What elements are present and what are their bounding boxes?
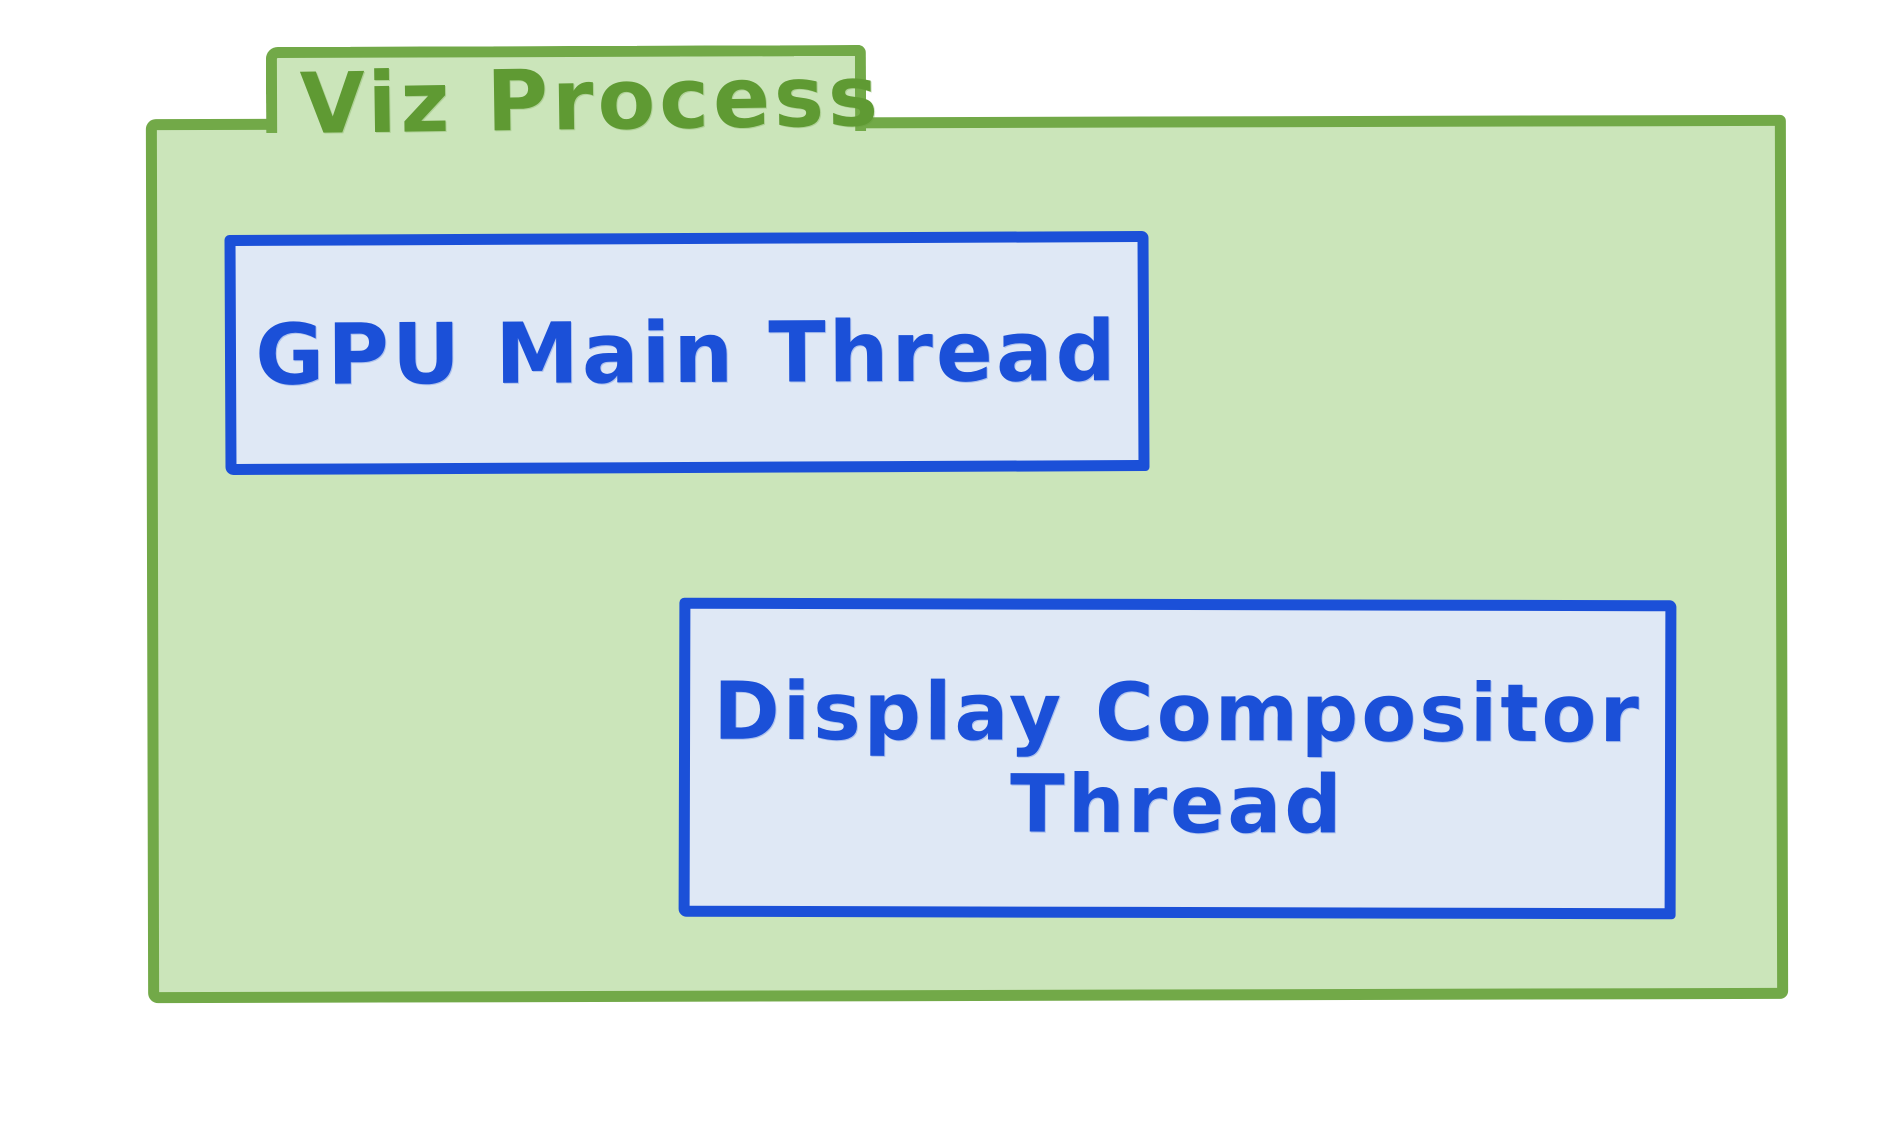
display-compositor-thread-node: Display Compositor Thread <box>678 597 1677 920</box>
gpu-main-thread-node: GPU Main Thread <box>224 230 1150 476</box>
display-compositor-thread-label: Display Compositor Thread <box>713 664 1643 851</box>
viz-process-label: Viz Process <box>299 46 883 154</box>
gpu-main-thread-label: GPU Main Thread <box>255 301 1119 404</box>
